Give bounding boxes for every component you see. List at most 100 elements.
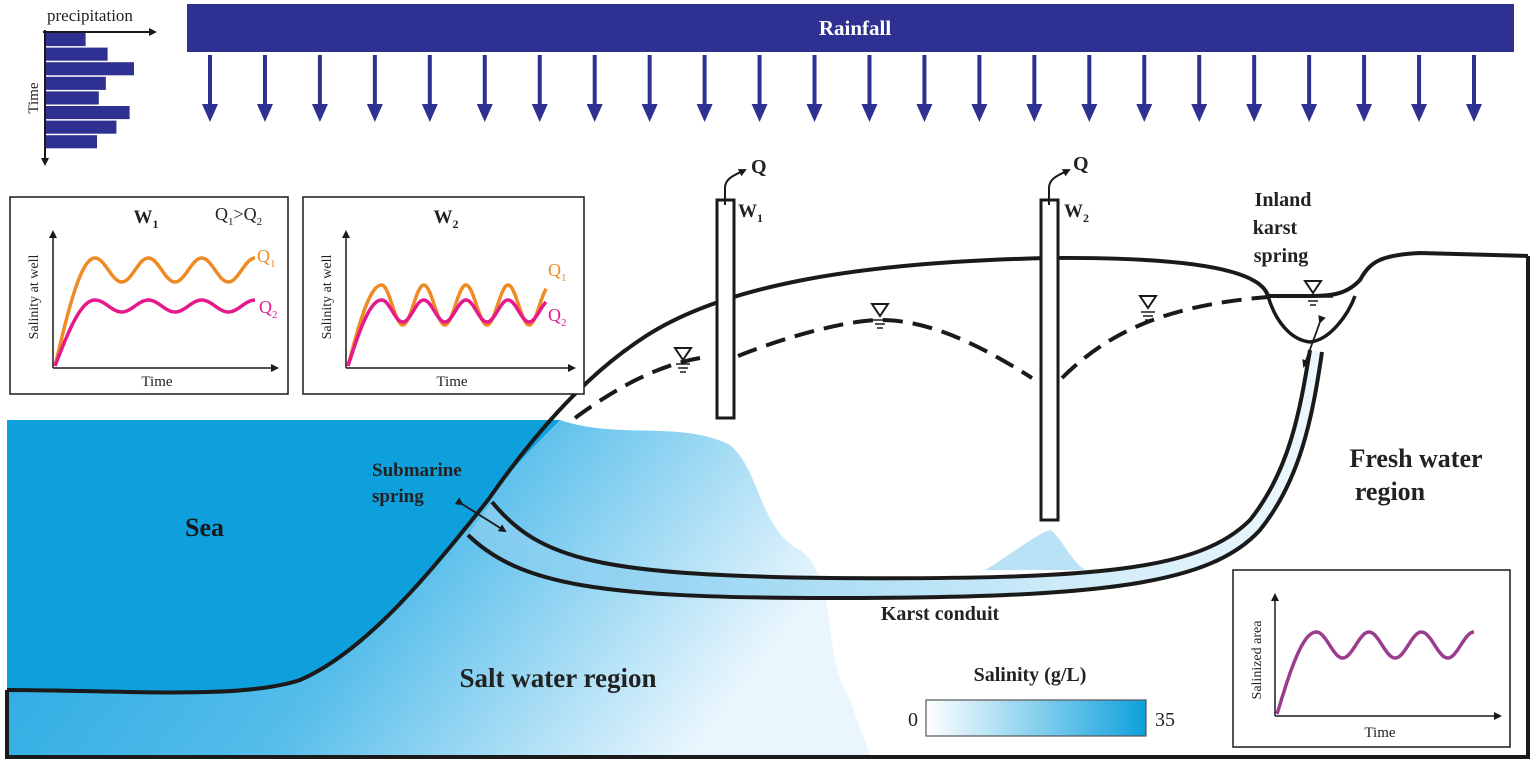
panel-w2: W2 Salinity at well Time Q1 Q2 — [302, 196, 585, 395]
karst-conduit-label: Karst conduit — [881, 603, 1000, 625]
panel-w1-relation: Q1>Q2 — [215, 204, 262, 228]
legend-colorbar — [925, 699, 1147, 737]
domain-border — [5, 256, 1530, 759]
cross-section: Q W1 Q W2 Inland karst spring Submarine … — [5, 153, 1530, 759]
hyetograph-bar — [46, 76, 106, 90]
panel-salinized-ylabel: Salinized area — [1250, 620, 1265, 700]
hyetograph-bars — [46, 33, 134, 149]
fresh-water-label-2: region — [1355, 477, 1426, 506]
karst-conduit-fill — [468, 350, 1322, 598]
hyetograph-bar — [46, 120, 117, 134]
panel-w1: W1 Q1>Q2 Salinity at well Time Q1 Q2 — [9, 196, 289, 395]
w1-curve-q2 — [53, 298, 256, 367]
rain-arrow-head — [916, 104, 933, 122]
karst-conduit-upper — [490, 349, 1312, 581]
panel-w2-ylabel: Salinity at well — [320, 255, 335, 340]
rain-arrow-head — [861, 104, 878, 122]
panel-w2-q1-label: Q1 — [548, 260, 567, 284]
legend-title: Salinity (g/L) — [974, 664, 1087, 686]
hyetograph-xlabel: precipitation — [47, 6, 133, 25]
panel-w1-xlabel: Time — [141, 374, 172, 390]
rain-arrow-head — [641, 104, 658, 122]
hyetograph: precipitation Time — [26, 6, 157, 166]
hyetograph-bar — [46, 135, 98, 149]
ground-surface — [6, 250, 1529, 695]
rain-arrow-head — [1411, 104, 1428, 122]
panel-salinized: Salinized area Time — [1232, 569, 1511, 748]
rain-arrow-head — [806, 104, 823, 122]
sea-label: Sea — [185, 513, 224, 542]
w1-curve-q1 — [53, 256, 256, 367]
spring-depression — [1266, 295, 1357, 344]
inland-spring-label-1: Inland — [1255, 189, 1312, 211]
rain-arrow-head — [256, 104, 273, 122]
water-level-marker-3 — [1138, 295, 1158, 321]
rain-arrow-head — [366, 104, 383, 122]
hyetograph-ylabel: Time — [26, 82, 42, 113]
rain-arrow-head — [696, 104, 713, 122]
rainfall-label: Rainfall — [819, 16, 892, 40]
water-level-marker-2 — [870, 303, 890, 329]
salinized-curve — [1275, 630, 1475, 715]
well-w2: Q W2 — [1039, 153, 1089, 522]
rain-arrow-head — [1191, 104, 1208, 122]
panel-salinized-xlabel: Time — [1364, 725, 1395, 741]
well-w1-label: W1 — [738, 201, 763, 225]
w2-curve-q1 — [346, 283, 548, 367]
panel-w2-curves — [346, 283, 548, 367]
well-w2-label: W2 — [1064, 201, 1089, 225]
rain-arrow-head — [421, 104, 438, 122]
hyetograph-bar — [46, 106, 130, 120]
w2-curve-q2 — [346, 298, 548, 367]
well-w2-q: Q — [1073, 153, 1089, 175]
rain-arrows — [202, 55, 1482, 122]
well-w1-q: Q — [751, 156, 767, 178]
spring-exchange-arrow — [1302, 314, 1326, 368]
panel-w1-ylabel: Salinity at well — [27, 255, 42, 340]
submarine-exchange-arrow — [454, 497, 507, 533]
rain-arrow-head — [1026, 104, 1043, 122]
legend-max: 35 — [1155, 709, 1175, 731]
well-w1: Q W1 — [715, 156, 767, 420]
hyetograph-bar — [46, 33, 86, 47]
submarine-spring-label-2: spring — [372, 486, 424, 507]
rainfall-bar — [187, 4, 1514, 52]
rain-arrow-head — [1356, 104, 1373, 122]
karst-conduit-lower — [466, 351, 1324, 601]
salinity-legend: Salinity (g/L) 0 35 — [908, 664, 1175, 737]
water-level-marker-1 — [673, 347, 693, 373]
rain-arrow-head — [476, 104, 493, 122]
panel-w2-xlabel: Time — [436, 374, 467, 390]
water-table — [573, 295, 1269, 420]
panel-w2-q2-label: Q2 — [548, 305, 567, 329]
submarine-spring-label-1: Submarine — [372, 460, 462, 481]
rainfall-group: Rainfall — [187, 4, 1514, 122]
rain-arrow-head — [1466, 104, 1482, 122]
rain-arrow-head — [1136, 104, 1153, 122]
rain-arrow-head — [751, 104, 768, 122]
panel-w1-q2-label: Q2 — [259, 297, 278, 321]
panel-w1-curves — [53, 256, 256, 367]
rain-arrow-head — [1081, 104, 1098, 122]
panel-w1-q1-label: Q1 — [257, 246, 276, 270]
hyetograph-bar — [46, 47, 108, 61]
rain-arrow-head — [971, 104, 988, 122]
panel-salinized-curve — [1275, 630, 1475, 715]
rain-arrow-head — [531, 104, 548, 122]
rain-arrow-head — [1246, 104, 1263, 122]
fresh-water-label-1: Fresh water — [1349, 444, 1482, 473]
rain-arrow-head — [586, 104, 603, 122]
inland-spring-label-3: spring — [1254, 245, 1308, 267]
inland-spring-label-2: karst — [1253, 217, 1298, 239]
salt-plume-w2 — [985, 530, 1085, 570]
hyetograph-bar — [46, 62, 134, 76]
panel-w2-title: W2 — [434, 207, 459, 231]
rain-arrow-head — [202, 104, 218, 122]
legend-min: 0 — [908, 709, 918, 731]
hyetograph-bar — [46, 91, 99, 105]
panel-w1-title: W1 — [134, 207, 159, 231]
rain-arrow-head — [1301, 104, 1318, 122]
rain-arrow-head — [311, 104, 328, 122]
